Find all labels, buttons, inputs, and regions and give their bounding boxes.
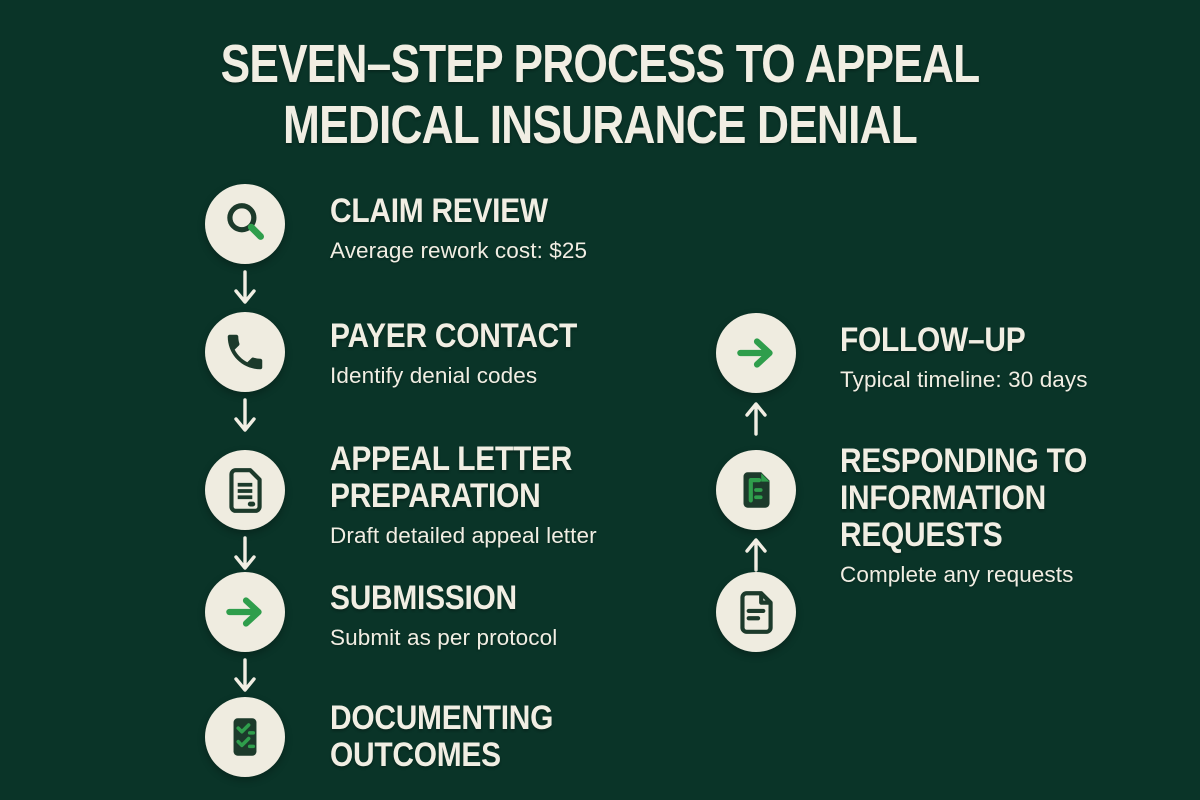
step-subtitle: Typical timeline: 30 days (840, 367, 1088, 393)
search-icon (227, 203, 265, 240)
document-lines-icon (740, 591, 773, 634)
step-submission-node (205, 572, 285, 652)
step-subtitle: Draft detailed appeal letter (330, 523, 597, 549)
step-responding-requests-text: RESPONDING TO INFORMATION REQUESTS Compl… (840, 442, 1140, 588)
step-subtitle: Submit as per protocol (330, 625, 558, 651)
step-claim-review-node (205, 184, 285, 264)
step-responding-requests-node (716, 450, 796, 530)
checklist-icon (233, 718, 257, 756)
step-title: DOCUMENTING OUTCOMES (330, 699, 554, 775)
arrow-down-icon (234, 536, 256, 570)
step-title: APPEAL LETTER PREPARATION (330, 440, 573, 516)
step-title: PAYER CONTACT (330, 317, 578, 355)
step-title: SUBMISSION (330, 579, 517, 617)
step-appeal-letter-node (205, 450, 285, 530)
step-documenting-outcomes-text: DOCUMENTING OUTCOMES (330, 699, 630, 775)
step-subtitle: Average rework cost: $25 (330, 238, 588, 264)
document-green-icon (743, 472, 770, 508)
step-appeal-letter-text: APPEAL LETTER PREPARATION Draft detailed… (330, 440, 630, 549)
step-request-document-node (716, 572, 796, 652)
step-subtitle: Identify denial codes (330, 363, 538, 389)
page-title: SEVEN–STEP PROCESS TO APPEAL MEDICAL INS… (108, 34, 1092, 156)
phone-icon (227, 334, 263, 370)
step-documenting-outcomes-node (205, 697, 285, 777)
arrow-up-icon (745, 402, 767, 436)
step-claim-review-text: CLAIM REVIEW Average rework cost: $25 (330, 192, 588, 264)
step-payer-contact-node (205, 312, 285, 392)
step-title: RESPONDING TO INFORMATION REQUESTS (840, 442, 1088, 555)
arrow-down-icon (234, 658, 256, 692)
arrow-up-icon (745, 538, 767, 572)
arrow-right-icon (226, 597, 262, 627)
step-title: FOLLOW–UP (840, 321, 1026, 359)
step-subtitle: Complete any requests (840, 562, 1074, 588)
step-submission-text: SUBMISSION Submit as per protocol (330, 579, 558, 651)
step-title: CLAIM REVIEW (330, 192, 548, 230)
step-payer-contact-text: PAYER CONTACT Identify denial codes (330, 317, 611, 389)
arrow-down-icon (234, 398, 256, 432)
step-follow-up-text: FOLLOW–UP Typical timeline: 30 days (840, 321, 1088, 393)
step-follow-up-node (716, 313, 796, 393)
page-title-line1: SEVEN–STEP PROCESS TO APPEAL (220, 34, 981, 94)
page-title-line2: MEDICAL INSURANCE DENIAL (283, 95, 918, 156)
arrow-right-icon (737, 338, 773, 368)
arrow-down-icon (234, 270, 256, 304)
document-icon (229, 468, 262, 513)
